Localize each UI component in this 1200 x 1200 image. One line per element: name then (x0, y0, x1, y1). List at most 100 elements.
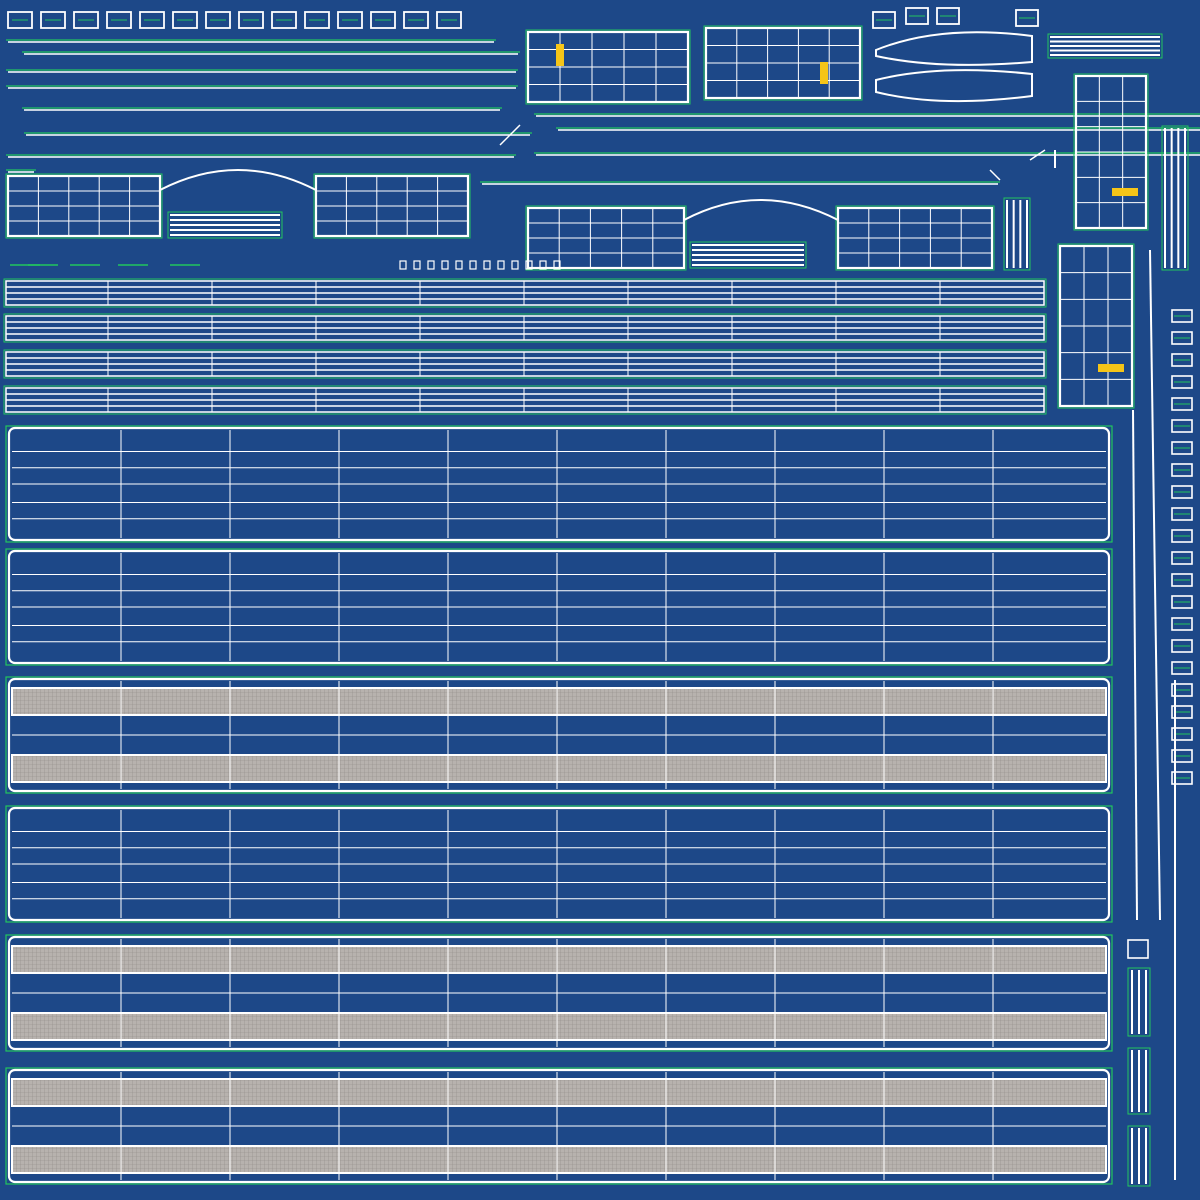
panel-seam (5, 548, 1113, 666)
yellow-sticker (1112, 188, 1138, 196)
panel-seam (5, 425, 1113, 543)
hardware-piece (40, 11, 66, 29)
side-rail (1149, 249, 1161, 921)
tick-marker (483, 260, 491, 270)
side-piece (1171, 419, 1193, 433)
side-piece (1171, 485, 1193, 499)
tick-marker (525, 260, 533, 270)
block-seam (1127, 1125, 1151, 1187)
side-piece (1171, 639, 1193, 653)
strip-seam (3, 313, 1047, 343)
frame-seam (835, 205, 995, 271)
tick-marker (441, 260, 449, 270)
strip-seam (3, 349, 1047, 379)
arch (159, 169, 317, 191)
frame-seam (525, 29, 691, 105)
side-piece (1171, 617, 1193, 631)
yellow-sticker (820, 62, 828, 84)
frame-seam (1057, 243, 1135, 409)
mesh-stripe (11, 945, 1107, 974)
hardware-piece (73, 11, 99, 29)
hardware-piece (905, 7, 929, 25)
tick-marker (497, 260, 505, 270)
slat-seam (1161, 125, 1189, 271)
hardware-piece (436, 11, 462, 29)
side-piece (1171, 771, 1193, 785)
side-piece (1171, 551, 1193, 565)
side-piece (1127, 939, 1149, 959)
yellow-sticker (556, 44, 564, 66)
panel-seam (5, 1067, 1113, 1185)
side-piece (1171, 595, 1193, 609)
mesh-stripe (11, 687, 1107, 716)
hardware-piece (872, 11, 896, 29)
side-piece (1171, 353, 1193, 367)
rod-bend (989, 169, 1001, 181)
hardware-piece (106, 11, 132, 29)
hardware-piece (370, 11, 396, 29)
hardware-piece (337, 11, 363, 29)
side-piece (1171, 661, 1193, 675)
frame-seam (5, 173, 163, 239)
panel-outline (7, 677, 1111, 793)
panel-outline (7, 1068, 1111, 1184)
hardware-piece (172, 11, 198, 29)
tick-marker (469, 260, 477, 270)
tick-marker (553, 260, 561, 270)
yellow-sticker (1098, 364, 1124, 372)
hardware-piece (304, 11, 330, 29)
tick-marker (427, 260, 435, 270)
rod-bend (499, 124, 521, 146)
mesh-stripe (11, 1012, 1107, 1041)
side-piece (1171, 507, 1193, 521)
bar-block-seam (689, 241, 807, 269)
side-piece (1171, 331, 1193, 345)
frame-seam (1073, 73, 1149, 231)
hardware-piece (238, 11, 264, 29)
side-piece (1171, 441, 1193, 455)
tick-marker (539, 260, 547, 270)
tick-marker (511, 260, 519, 270)
panel-outline (7, 426, 1111, 542)
side-piece (1171, 727, 1193, 741)
strip-seam (3, 278, 1047, 308)
hardware-piece (205, 11, 231, 29)
bar-block-seam (1047, 33, 1163, 59)
side-piece (1171, 529, 1193, 543)
bar-block-seam (167, 211, 283, 239)
hardware-piece (936, 7, 960, 25)
side-piece (1171, 309, 1193, 323)
hardware-piece (403, 11, 429, 29)
tick-marker (413, 260, 421, 270)
hardware-piece (7, 11, 33, 29)
side-piece (1171, 705, 1193, 719)
block-seam (1127, 967, 1151, 1037)
side-piece (1171, 683, 1193, 697)
side-piece (1171, 397, 1193, 411)
mesh-stripe (11, 1078, 1107, 1107)
panel-seam (5, 676, 1113, 794)
mesh-stripe (11, 1145, 1107, 1174)
panel-outline (7, 935, 1111, 1051)
strip-seam (3, 385, 1047, 415)
panel-seam (5, 934, 1113, 1052)
mesh-stripe (11, 754, 1107, 783)
side-piece (1171, 749, 1193, 763)
hull-piece (875, 31, 1033, 66)
side-rail (1132, 409, 1138, 921)
panel-seam (5, 805, 1113, 923)
tick-marker (399, 260, 407, 270)
tick-marker (455, 260, 463, 270)
slat-seam (1003, 197, 1031, 271)
arch (683, 199, 839, 221)
hardware-piece (1015, 9, 1039, 27)
panel-outline (7, 806, 1111, 922)
panel-outline (7, 549, 1111, 665)
rod-bend (1029, 149, 1046, 161)
hardware-piece (139, 11, 165, 29)
frame-seam (703, 25, 863, 101)
frame-seam (313, 173, 471, 239)
frame-seam (525, 205, 687, 271)
side-piece (1171, 375, 1193, 389)
